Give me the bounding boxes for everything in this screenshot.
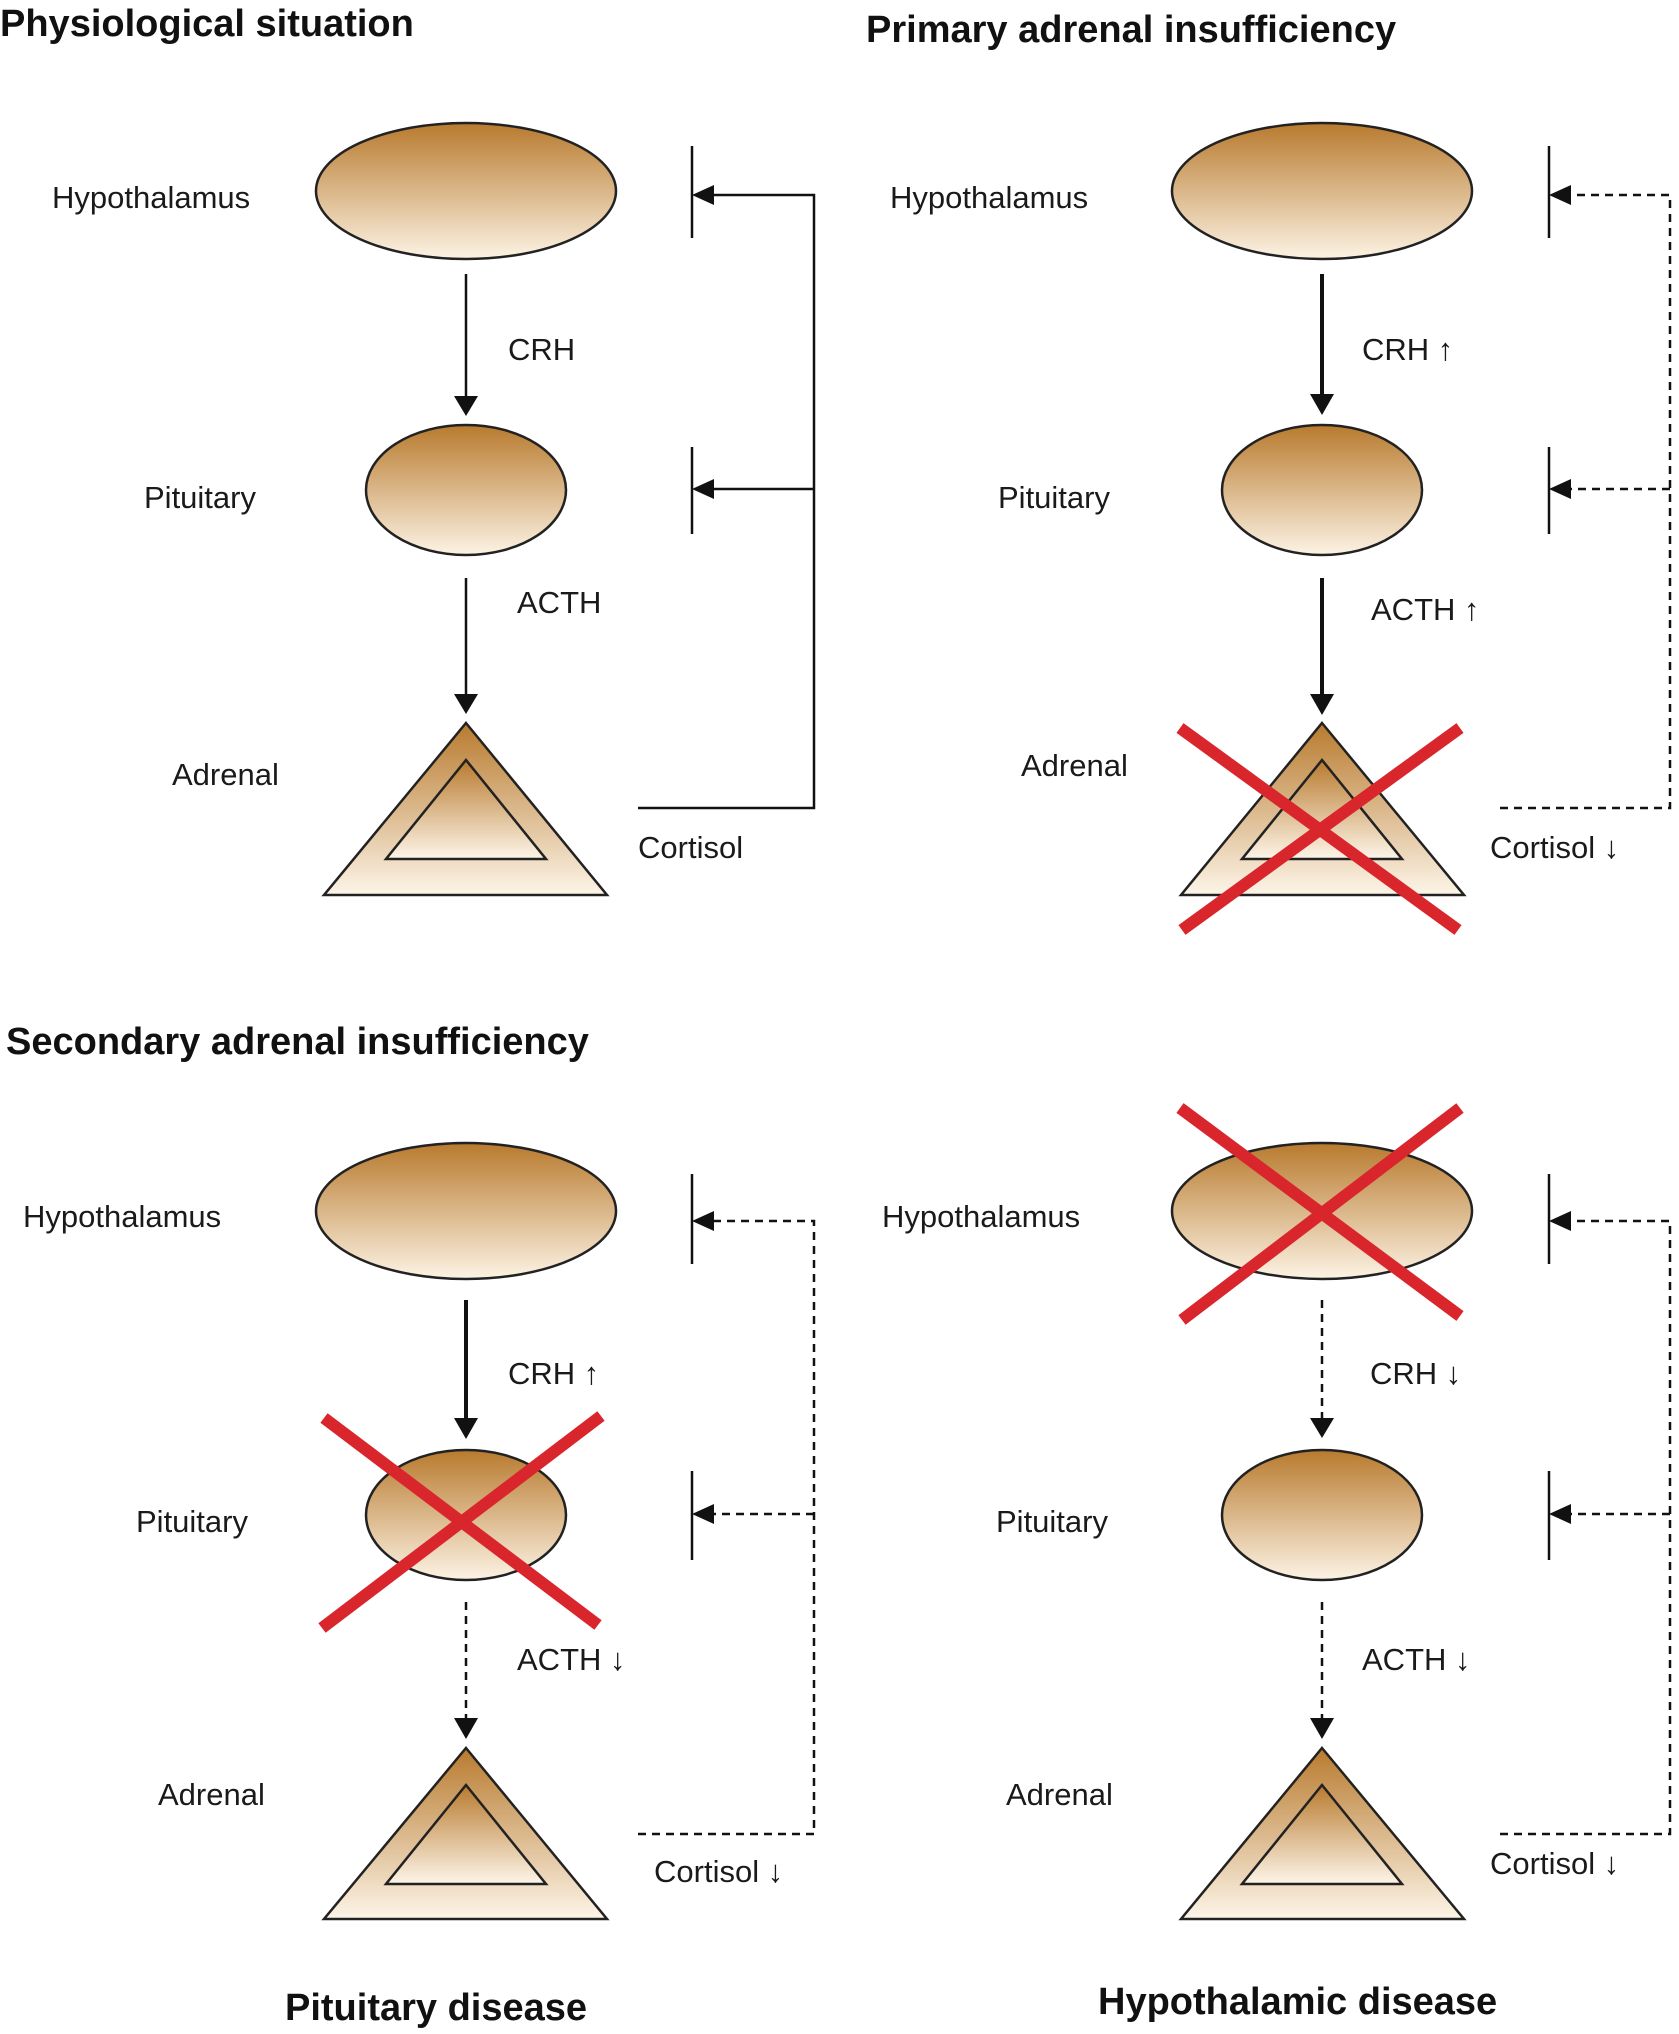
feedback-arrowhead-mid (1549, 1504, 1571, 1524)
crh-arrowhead (1310, 1418, 1334, 1438)
panel-pituitary-disease: Hypothalamus CRH ↑ Pituitary ACTH ↓ Adre… (23, 1141, 816, 1921)
cortisol-label: Cortisol (638, 830, 743, 865)
heading-primary: Primary adrenal insufficiency (866, 9, 1396, 51)
cross-adrenal-icon (1176, 723, 1464, 935)
acth-arrowhead (1310, 694, 1334, 715)
pituitary-label: Pituitary (996, 1504, 1108, 1539)
acth-arrowhead (454, 1718, 478, 1739)
crh-arrowhead (454, 396, 478, 416)
heading-secondary: Secondary adrenal insufficiency (6, 1021, 589, 1063)
acth-arrowhead (1310, 1718, 1334, 1739)
cross-hypothalamus-icon (1176, 1103, 1464, 1325)
heading-pituitary-disease: Pituitary disease (285, 1987, 587, 2029)
adrenal-inner-shape (1239, 1783, 1405, 1886)
crh-label: CRH (508, 332, 575, 367)
cortisol-feedback (1500, 1174, 1672, 1836)
heading-physiological: Physiological situation (0, 3, 414, 45)
hypothalamus-shape (314, 1141, 618, 1281)
crh-label: CRH ↑ (1362, 332, 1453, 367)
panel-primary: Hypothalamus CRH ↑ Pituitary ACTH ↑ Adre… (890, 121, 1672, 935)
cortisol-feedback (638, 146, 816, 810)
feedback-arrowhead-top (692, 1211, 714, 1231)
cortisol-feedback (1500, 146, 1672, 810)
adrenal-inner-shape (383, 1783, 549, 1886)
heading-hypothalamic-disease: Hypothalamic disease (1098, 1981, 1497, 2023)
pituitary-label: Pituitary (144, 480, 256, 515)
feedback-arrowhead-mid (1549, 479, 1571, 499)
pituitary-label: Pituitary (998, 480, 1110, 515)
adrenal-label: Adrenal (172, 757, 279, 792)
acth-label: ACTH ↓ (1362, 1642, 1471, 1677)
cross-pituitary-icon (318, 1411, 605, 1633)
pituitary-shape (364, 423, 568, 557)
hypothalamus-shape (314, 121, 618, 261)
acth-label: ACTH ↓ (517, 1642, 626, 1677)
feedback-arrowhead-top (1549, 1211, 1571, 1231)
crh-label: CRH ↓ (1370, 1356, 1461, 1391)
adrenal-inner-shape (383, 758, 549, 861)
hypothalamus-label: Hypothalamus (23, 1199, 221, 1234)
acth-label: ACTH (517, 585, 601, 620)
hypothalamus-label: Hypothalamus (882, 1199, 1080, 1234)
pituitary-label: Pituitary (136, 1504, 248, 1539)
feedback-arrowhead-mid (692, 479, 714, 499)
feedback-arrowhead-mid (692, 1504, 714, 1524)
acth-arrowhead (454, 694, 478, 714)
feedback-arrowhead-top (1549, 185, 1571, 205)
panel-physiological: Hypothalamus CRH Pituitary ACTH Adrenal … (52, 121, 816, 897)
cortisol-label: Cortisol ↓ (1490, 1846, 1619, 1881)
panel-hypothalamic-disease: Hypothalamus CRH ↓ Pituitary ACTH ↓ Adre… (882, 1103, 1672, 1921)
hypothalamus-label: Hypothalamus (890, 180, 1088, 215)
adrenal-label: Adrenal (1021, 748, 1128, 783)
acth-label: ACTH ↑ (1371, 592, 1480, 627)
cortisol-label: Cortisol ↓ (654, 1854, 783, 1889)
crh-arrowhead (454, 1418, 478, 1439)
feedback-arrowhead-top (692, 185, 714, 205)
pituitary-shape (1220, 1448, 1424, 1582)
hypothalamus-label: Hypothalamus (52, 180, 250, 215)
crh-label: CRH ↑ (508, 1356, 599, 1391)
adrenal-label: Adrenal (1006, 1777, 1113, 1812)
cortisol-label: Cortisol ↓ (1490, 830, 1619, 865)
crh-arrowhead (1310, 394, 1334, 415)
pituitary-shape (1220, 423, 1424, 557)
adrenal-label: Adrenal (158, 1777, 265, 1812)
cortisol-feedback (638, 1174, 816, 1836)
hypothalamus-shape (1170, 121, 1474, 261)
